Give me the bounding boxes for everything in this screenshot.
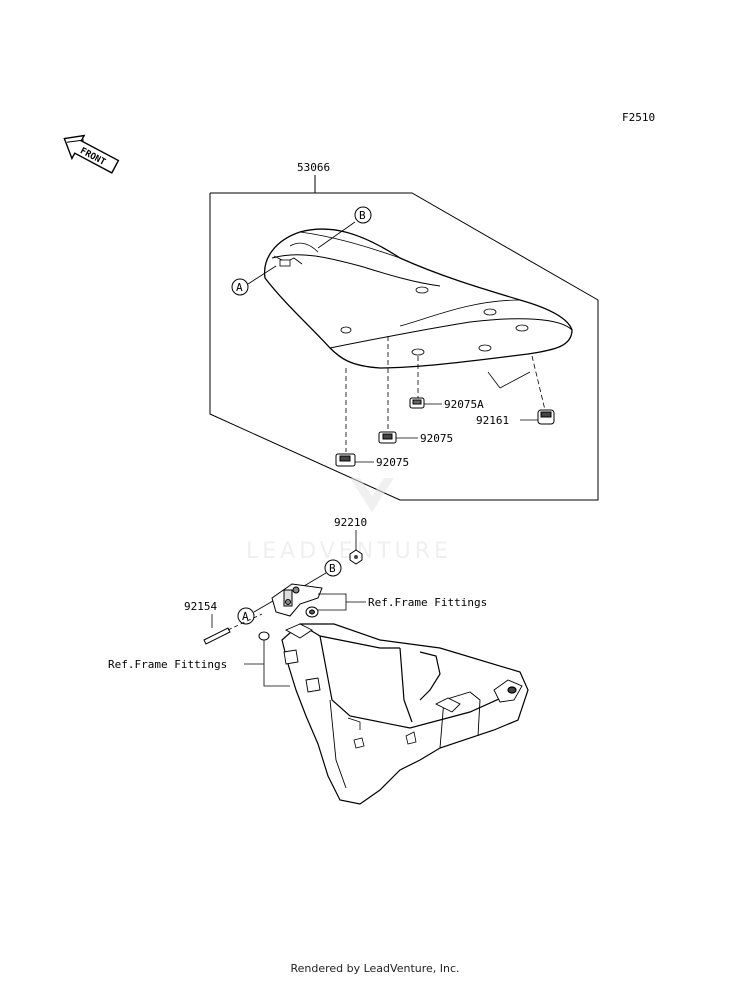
- part-label-53066: 53066: [297, 161, 330, 174]
- leader-lines: [345, 336, 546, 452]
- nut-92210: [349, 549, 363, 565]
- seat-assembly-frame: [209, 175, 599, 501]
- figure-code: F2510: [622, 111, 655, 124]
- rubber-92075a: [409, 397, 425, 409]
- callout-b-bracket: B: [303, 559, 342, 587]
- part-label-92075-upper: 92075: [420, 432, 453, 445]
- callout-a-lower-label: A: [242, 610, 249, 623]
- seat: [263, 228, 573, 369]
- washer-left: [258, 631, 270, 641]
- part-label-92075-lower: 92075: [376, 456, 409, 469]
- callout-a-seat: A: [231, 265, 277, 296]
- callout-a-bracket: A: [237, 597, 279, 625]
- seat-latch-bracket: [271, 583, 323, 617]
- callout-b-lower-label: B: [329, 562, 336, 575]
- storage-tray: [281, 623, 529, 805]
- ref-frame-label-right: Ref.Frame Fittings: [368, 596, 487, 609]
- watermark-text: LEADVENTURE: [246, 539, 452, 564]
- part-label-92161: 92161: [476, 414, 509, 427]
- bolt-92154: [203, 613, 263, 645]
- front-arrow-icon: FRONT: [63, 134, 120, 174]
- callout-a-label: A: [236, 281, 243, 294]
- callout-b-seat: B: [317, 206, 372, 249]
- grommet: [305, 606, 319, 618]
- rubber-92075-lower: [335, 453, 356, 467]
- ref-frame-bracket-right: [318, 593, 366, 611]
- callout-b-label: B: [359, 209, 366, 222]
- damper-92161: [537, 409, 555, 425]
- ref-frame-label-left: Ref.Frame Fittings: [108, 658, 227, 671]
- part-label-92075a: 92075A: [444, 398, 484, 411]
- part-label-92210: 92210: [334, 516, 367, 529]
- part-label-92154: 92154: [184, 600, 217, 613]
- leadventure-watermark: LEADVENTURE: [246, 478, 452, 564]
- ref-frame-bracket-left: [244, 640, 290, 687]
- footer-credit: Rendered by LeadVenture, Inc.: [290, 962, 460, 975]
- rubber-92075-upper: [378, 431, 397, 444]
